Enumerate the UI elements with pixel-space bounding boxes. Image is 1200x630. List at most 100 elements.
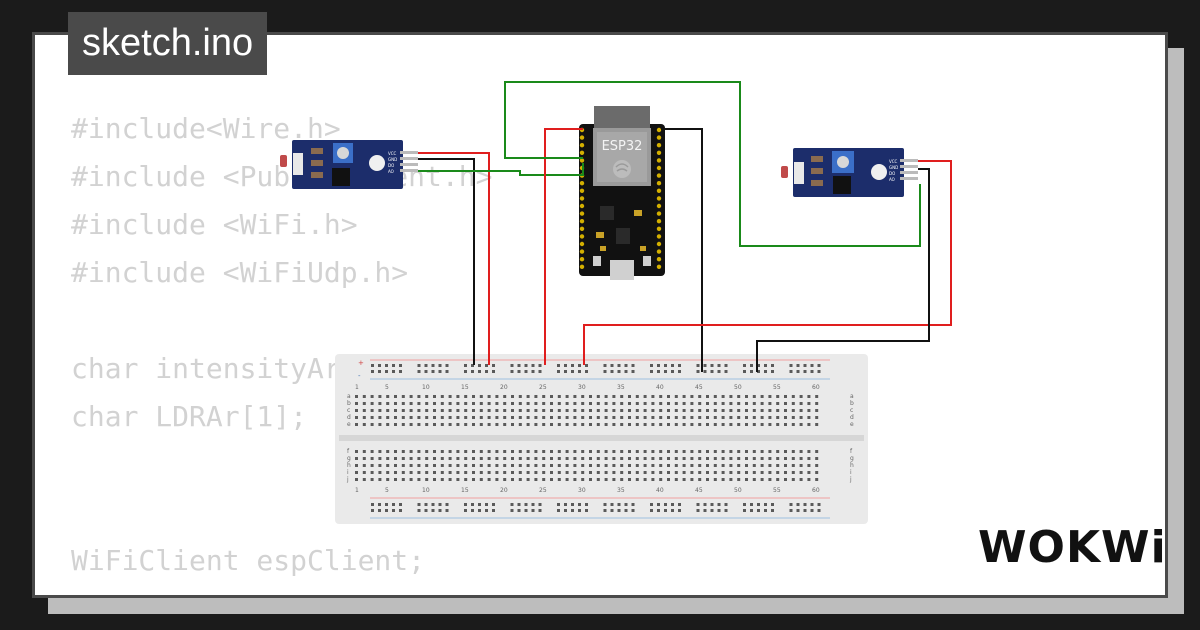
breadboard-hole[interactable] — [409, 464, 413, 467]
breadboard-hole[interactable] — [524, 370, 528, 373]
esp32-pin[interactable] — [656, 165, 662, 171]
esp32-pin[interactable] — [656, 211, 662, 216]
breadboard-hole[interactable] — [394, 416, 397, 419]
breadboard-hole[interactable] — [620, 402, 624, 405]
breadboard-hole[interactable] — [604, 464, 608, 467]
breadboard-hole[interactable] — [355, 423, 358, 426]
breadboard-hole[interactable] — [464, 450, 468, 453]
breadboard-hole[interactable] — [721, 471, 725, 474]
breadboard-hole[interactable] — [542, 409, 546, 412]
breadboard-hole[interactable] — [510, 364, 514, 367]
breadboard-hole[interactable] — [690, 402, 694, 405]
breadboard-hole[interactable] — [355, 464, 358, 467]
breadboard-hole[interactable] — [557, 450, 561, 453]
breadboard-hole[interactable] — [550, 471, 553, 474]
breadboard-hole[interactable] — [706, 423, 709, 426]
breadboard-hole[interactable] — [757, 364, 760, 367]
breadboard-hole[interactable] — [620, 464, 624, 467]
breadboard-hole[interactable] — [612, 464, 616, 467]
breadboard-hole[interactable] — [378, 416, 382, 419]
breadboard-hole[interactable] — [745, 471, 748, 474]
breadboard-hole[interactable] — [564, 503, 567, 506]
breadboard-hole[interactable] — [456, 471, 460, 474]
breadboard-hole[interactable] — [524, 503, 528, 506]
breadboard-hole[interactable] — [571, 370, 574, 373]
breadboard-hole[interactable] — [682, 450, 686, 453]
breadboard-hole[interactable] — [815, 464, 819, 467]
breadboard-hole[interactable] — [571, 509, 574, 512]
breadboard-hole[interactable] — [713, 423, 717, 426]
breadboard-hole[interactable] — [612, 409, 616, 412]
breadboard-hole[interactable] — [671, 364, 674, 367]
breadboard-hole[interactable] — [440, 402, 444, 405]
breadboard-hole[interactable] — [815, 402, 819, 405]
breadboard-hole[interactable] — [362, 450, 366, 453]
breadboard-hole[interactable] — [589, 471, 592, 474]
breadboard-hole[interactable] — [596, 395, 600, 398]
breadboard-hole[interactable] — [399, 509, 402, 512]
breadboard-hole[interactable] — [565, 471, 569, 474]
breadboard-hole[interactable] — [674, 457, 678, 460]
breadboard-hole[interactable] — [706, 457, 709, 460]
breadboard-hole[interactable] — [589, 423, 592, 426]
breadboard-hole[interactable] — [817, 370, 821, 373]
breadboard-hole[interactable] — [401, 409, 405, 412]
breadboard-hole[interactable] — [511, 471, 514, 474]
breadboard-hole[interactable] — [370, 457, 374, 460]
breadboard-hole[interactable] — [737, 450, 741, 453]
breadboard-hole[interactable] — [386, 450, 390, 453]
breadboard-hole[interactable] — [752, 416, 756, 419]
breadboard-hole[interactable] — [518, 464, 522, 467]
breadboard-hole[interactable] — [573, 457, 577, 460]
breadboard-hole[interactable] — [378, 423, 382, 426]
breadboard-hole[interactable] — [440, 409, 444, 412]
breadboard-hole[interactable] — [542, 464, 546, 467]
breadboard-hole[interactable] — [440, 423, 444, 426]
breadboard-hole[interactable] — [620, 395, 624, 398]
breadboard-hole[interactable] — [425, 471, 429, 474]
breadboard-hole[interactable] — [495, 423, 499, 426]
breadboard-hole[interactable] — [807, 423, 811, 426]
breadboard-hole[interactable] — [362, 478, 366, 481]
breadboard-hole[interactable] — [604, 471, 608, 474]
breadboard-hole[interactable] — [355, 471, 358, 474]
breadboard-hole[interactable] — [585, 503, 588, 506]
breadboard-hole[interactable] — [612, 450, 616, 453]
breadboard-hole[interactable] — [534, 402, 538, 405]
breadboard-hole[interactable] — [815, 409, 819, 412]
breadboard-hole[interactable] — [517, 509, 521, 512]
breadboard-hole[interactable] — [690, 450, 694, 453]
wire-red[interactable] — [544, 128, 583, 365]
breadboard-hole[interactable] — [628, 423, 631, 426]
breadboard-hole[interactable] — [464, 503, 467, 506]
breadboard-hole[interactable] — [650, 503, 653, 506]
breadboard-hole[interactable] — [401, 416, 405, 419]
breadboard-hole[interactable] — [706, 402, 709, 405]
breadboard-hole[interactable] — [464, 423, 468, 426]
breadboard-hole[interactable] — [721, 395, 725, 398]
breadboard-hole[interactable] — [729, 457, 733, 460]
breadboard-hole[interactable] — [542, 402, 546, 405]
breadboard-hole[interactable] — [657, 509, 660, 512]
breadboard-hole[interactable] — [764, 503, 767, 506]
breadboard-hole[interactable] — [511, 450, 514, 453]
breadboard-hole[interactable] — [631, 364, 635, 367]
esp32-pin[interactable] — [579, 150, 585, 155]
breadboard-hole[interactable] — [503, 464, 507, 467]
breadboard-hole[interactable] — [464, 457, 468, 460]
breadboard-hole[interactable] — [768, 416, 772, 419]
breadboard-hole[interactable] — [596, 478, 600, 481]
breadboard-hole[interactable] — [743, 370, 746, 373]
breadboard-hole[interactable] — [448, 409, 452, 412]
breadboard-hole[interactable] — [710, 509, 714, 512]
breadboard-hole[interactable] — [557, 464, 561, 467]
breadboard-hole[interactable] — [678, 503, 681, 506]
breadboard-hole[interactable] — [729, 450, 733, 453]
breadboard-hole[interactable] — [542, 416, 546, 419]
breadboard-hole[interactable] — [386, 402, 390, 405]
breadboard-hole[interactable] — [578, 370, 581, 373]
breadboard-hole[interactable] — [550, 450, 553, 453]
breadboard-hole[interactable] — [589, 457, 592, 460]
breadboard-hole[interactable] — [438, 503, 442, 506]
breadboard-hole[interactable] — [596, 423, 600, 426]
